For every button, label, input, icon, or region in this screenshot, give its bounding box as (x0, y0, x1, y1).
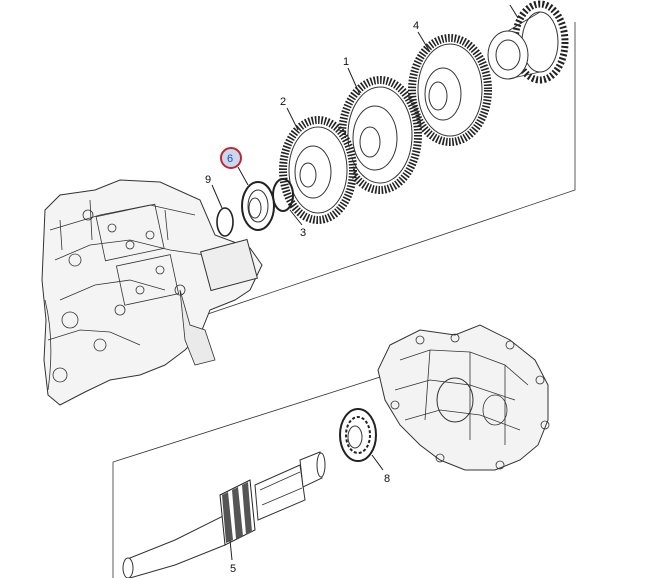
callout-6-highlight[interactable]: 6 (220, 147, 242, 169)
callout-5[interactable]: 5 (230, 563, 236, 575)
callout-3[interactable]: 3 (300, 227, 306, 239)
callout-9[interactable]: 9 (205, 174, 211, 186)
callout-6[interactable]: 6 (227, 153, 233, 165)
callout-4[interactable]: 4 (413, 20, 419, 32)
callout-8[interactable]: 8 (384, 473, 390, 485)
upper-frame (189, 22, 576, 321)
ring-9 (216, 207, 234, 237)
engine-block (41, 179, 263, 406)
shaft-5 (122, 451, 326, 578)
gear-1 (338, 76, 422, 194)
lower-frame (112, 364, 419, 578)
top-gear (487, 0, 569, 84)
leader-lines (211, 4, 519, 561)
transmission-case (377, 324, 550, 471)
bearing-6 (241, 181, 275, 231)
callout-6-ring (220, 147, 242, 169)
callout-2[interactable]: 2 (280, 96, 286, 108)
callout-1[interactable]: 1 (343, 56, 349, 68)
gear-2 (279, 116, 357, 224)
gear-4 (408, 34, 492, 146)
callouts: 1 2 3 4 5 6 8 9 (205, 20, 419, 575)
bearing-8 (339, 408, 377, 462)
